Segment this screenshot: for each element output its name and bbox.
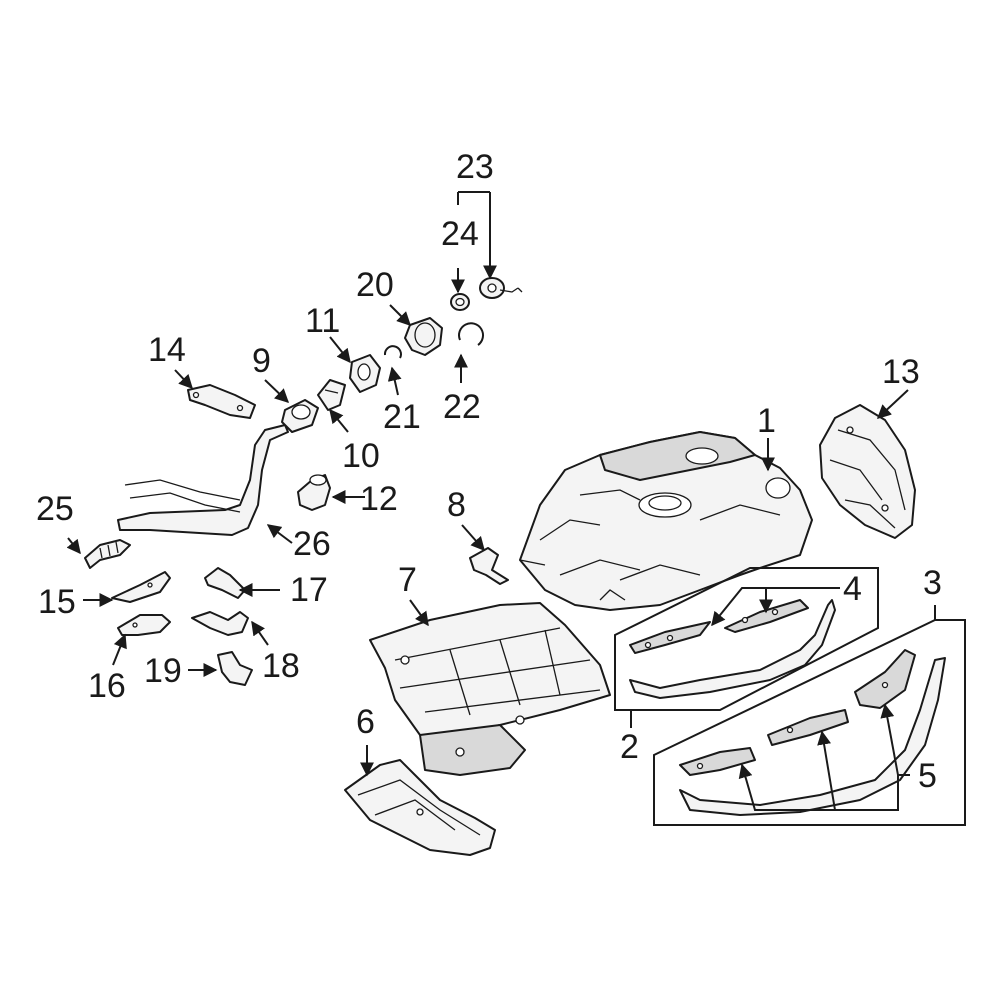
fuel-cap-part [479,277,523,299]
callout-17: 17 [290,571,328,609]
callout-22: 22 [443,388,481,426]
callout-14: 14 [148,331,186,369]
callout-21: 21 [383,398,421,436]
bracket-8-part [469,547,509,585]
hose-part [84,539,131,569]
callout-13: 13 [882,353,920,391]
bracket-14-part [187,384,256,419]
clip-22-part [458,322,485,346]
rear-protector-part [369,602,611,776]
callout-labels: 1 2 3 4 5 6 7 8 9 10 11 12 13 14 15 16 1… [36,148,942,795]
cap-holder-part [404,317,443,356]
seal-part [317,379,346,411]
callout-18: 18 [262,647,300,685]
bracket-19-part [217,651,253,686]
callout-23: 23 [456,148,494,186]
callout-10: 10 [342,437,380,475]
heat-shield-part [819,404,916,539]
callout-12: 12 [360,480,398,518]
elbow-hose-part [297,474,331,511]
grommet-part [349,354,381,393]
callout-3: 3 [923,564,942,602]
callout-16: 16 [88,667,126,705]
callout-9: 9 [252,342,271,380]
gasket-part [450,293,470,311]
callout-26: 26 [293,525,331,563]
callout-6: 6 [356,703,375,741]
bracket-17-part [204,567,246,599]
fuel-tank-part [519,431,813,611]
callout-7: 7 [398,561,417,599]
callout-25: 25 [36,490,74,528]
filler-neck-part [281,399,319,433]
bracket-16-part [117,614,171,636]
callout-15: 15 [38,583,76,621]
tank-band-assembly-lower-part [679,649,946,816]
leader-lines [66,191,966,826]
callout-19: 19 [144,652,182,690]
callout-24: 24 [441,215,479,253]
callout-8: 8 [447,486,466,524]
callout-1: 1 [757,402,776,440]
clip-21-part [383,345,402,359]
callout-2: 2 [620,728,639,766]
callout-20: 20 [356,266,394,304]
callout-11: 11 [305,302,340,340]
filler-pipe-part [117,424,289,536]
callout-5: 5 [918,757,937,795]
callout-4: 4 [843,570,862,608]
bracket-18-part [191,611,249,636]
front-protector-part [344,759,496,856]
bracket-15-part [111,571,171,603]
